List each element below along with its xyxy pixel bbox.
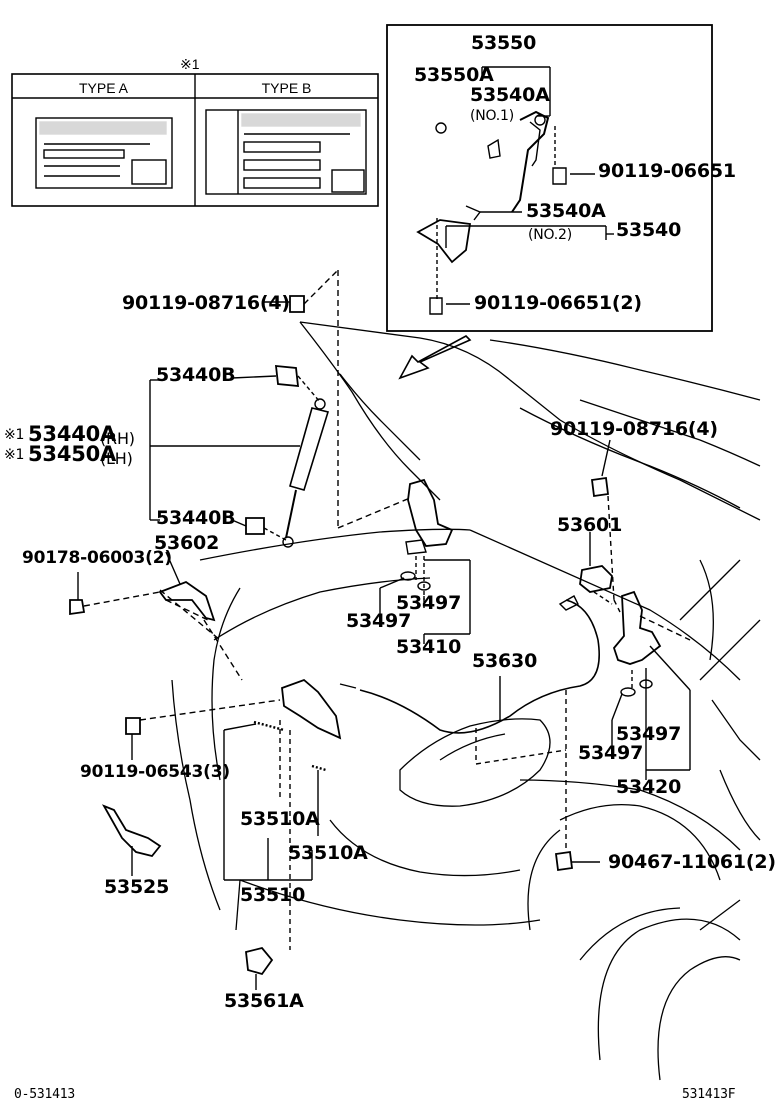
part-no2-note: (NO.2) xyxy=(528,227,573,243)
part-90119-06543: 90119-06543(3) xyxy=(80,762,230,782)
part-90119-08716-right: 90119-08716(4) xyxy=(550,418,718,440)
part-53510: 53510 xyxy=(240,884,306,906)
strut-callouts xyxy=(149,301,300,527)
part-53510A-b: 53510A xyxy=(288,842,368,864)
part-53540: 53540 xyxy=(616,219,682,241)
hood-stay-clip xyxy=(579,565,613,593)
gas-strut xyxy=(245,269,411,548)
part-53601: 53601 xyxy=(557,514,623,536)
part-90119-06651-qty2: 90119-06651(2) xyxy=(474,292,642,314)
hood-release-cable xyxy=(339,595,600,872)
rh-mark: ※1 xyxy=(4,427,25,443)
part-53561A: 53561A xyxy=(224,990,304,1012)
part-53550: 53550 xyxy=(471,32,537,54)
type-box-mark: ※1 xyxy=(180,56,200,72)
part-90119-08716-left: 90119-08716(4) xyxy=(122,292,290,314)
part-53450A: 53450A xyxy=(28,442,117,466)
hood-hinge-lh xyxy=(379,478,471,644)
part-90467-11061: 90467-11061(2) xyxy=(608,851,776,873)
part-53630: 53630 xyxy=(472,650,538,672)
diagram-code-right: 531413F xyxy=(682,1087,736,1102)
part-no1-note: (NO.1) xyxy=(470,108,515,124)
part-53540A-no1: 53540A xyxy=(470,84,550,106)
part-53497-c: 53497 xyxy=(616,723,682,745)
parts-diagram xyxy=(11,24,761,1081)
part-53420: 53420 xyxy=(616,776,682,798)
part-90178-06003: 90178-06003(2) xyxy=(22,548,172,568)
hood-stay xyxy=(69,551,243,681)
diagram-code-left: 0-531413 xyxy=(14,1087,76,1102)
type-b-header: TYPE B xyxy=(261,80,312,96)
part-53540A-no2: 53540A xyxy=(526,200,606,222)
part-rh-note: (RH) xyxy=(100,429,135,448)
hood-lock-cover xyxy=(245,946,274,976)
part-53440B-top: 53440B xyxy=(156,364,236,386)
hood-lock-switch xyxy=(101,804,162,876)
warning-label-type-box xyxy=(11,73,379,207)
part-53497-b: 53497 xyxy=(346,610,412,632)
hood-hinge-rh xyxy=(590,439,691,780)
part-53510A-a: 53510A xyxy=(240,808,320,830)
hood-lock-assy xyxy=(125,678,342,950)
part-53440A: 53440A xyxy=(28,422,117,446)
part-53410: 53410 xyxy=(396,636,462,658)
part-lh-note: (LH) xyxy=(100,449,133,468)
lh-mark: ※1 xyxy=(4,447,25,463)
part-53497-d: 53497 xyxy=(578,742,644,764)
part-53440B-bottom: 53440B xyxy=(156,507,236,529)
part-53550A: 53550A xyxy=(414,64,494,86)
part-53525: 53525 xyxy=(104,876,170,898)
part-53602: 53602 xyxy=(154,532,220,554)
part-90119-06651: 90119-06651 xyxy=(598,160,736,182)
type-a-header: TYPE A xyxy=(78,80,129,96)
part-53497-a: 53497 xyxy=(396,592,462,614)
vehicle-body-outline xyxy=(171,321,761,1081)
hood-hinge-inset xyxy=(386,24,713,332)
detail-arrow xyxy=(398,335,472,380)
